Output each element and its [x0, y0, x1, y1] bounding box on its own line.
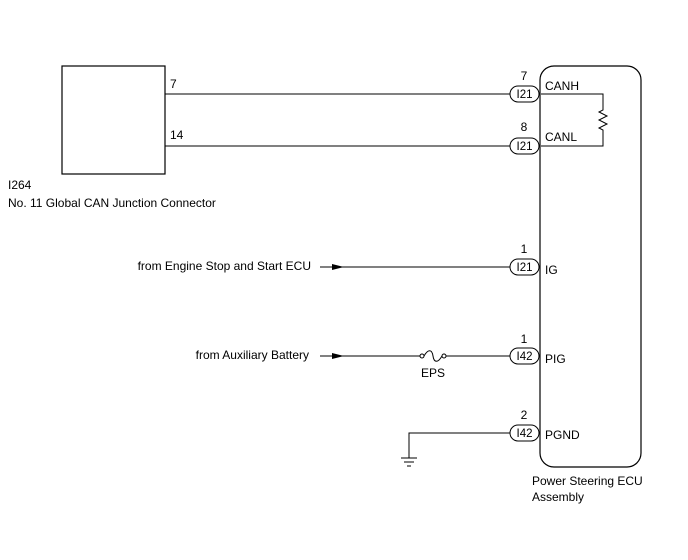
- junction-connector-block: [61, 65, 166, 175]
- terminal-canl-connector-pill: [509, 137, 540, 155]
- termination-resistor-wire: [541, 93, 609, 147]
- ecu-block: [539, 65, 642, 468]
- junction-connector-code: I264: [8, 178, 32, 192]
- terminal-pgnd-signal: PGND: [545, 428, 580, 442]
- ig-source-label: from Engine Stop and Start ECU: [138, 259, 311, 273]
- terminal-canh-pin: 7: [521, 69, 528, 83]
- terminal-canh-connector-pill: [509, 85, 540, 103]
- junction-pin-7-label: 7: [170, 77, 177, 91]
- terminal-canl-pin: 8: [521, 120, 528, 134]
- terminal-pgnd-pin: 2: [521, 408, 528, 422]
- terminal-pig-pin: 1: [521, 332, 528, 346]
- fuse-terminal-left: [419, 353, 425, 359]
- pig-arrow-icon: [332, 353, 344, 359]
- terminal-pig-connector-pill: [509, 347, 540, 365]
- ecu-name-line2: Assembly: [532, 490, 584, 504]
- ig-arrow-icon: [332, 264, 344, 270]
- ecu-name-line1: Power Steering ECU: [532, 474, 643, 488]
- terminal-pig-signal: PIG: [545, 352, 566, 366]
- terminal-ig-signal: IG: [545, 263, 558, 277]
- terminal-canl-connector: I21: [517, 141, 533, 153]
- terminal-pgnd-connector-pill: [509, 424, 540, 442]
- terminal-canl-signal: CANL: [545, 130, 577, 144]
- terminal-ig-pin: 1: [521, 242, 528, 256]
- terminal-canh-signal: CANH: [545, 79, 579, 93]
- fuse-icon: [423, 350, 443, 362]
- fuse-label: EPS: [421, 366, 445, 380]
- terminal-ig-connector-pill: [509, 258, 540, 276]
- terminal-pgnd-connector: I42: [517, 428, 533, 440]
- terminal-pig-connector: I42: [517, 351, 533, 363]
- pgnd-wire: [408, 432, 510, 458]
- junction-pin-14-label: 14: [170, 128, 184, 142]
- junction-connector-name: No. 11 Global CAN Junction Connector: [8, 196, 216, 210]
- terminal-canh-connector: I21: [517, 89, 533, 101]
- pig-source-label: from Auxiliary Battery: [196, 348, 309, 362]
- terminal-ig-connector: I21: [517, 262, 533, 274]
- fuse-terminal-right: [441, 353, 447, 359]
